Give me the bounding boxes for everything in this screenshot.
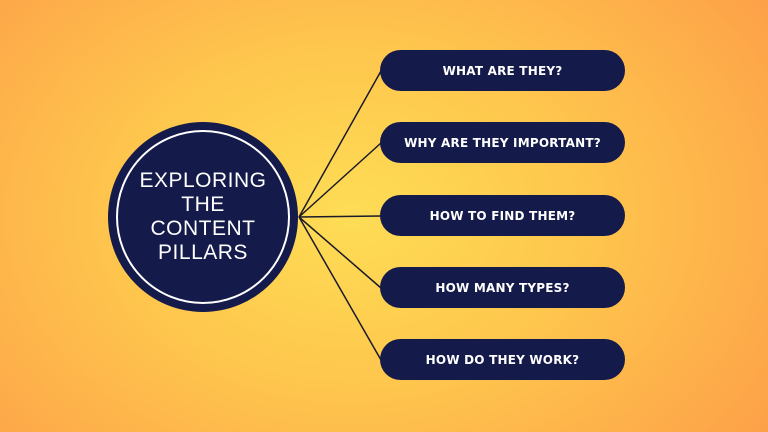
branch-how-do-they-work: HOW DO THEY WORK? [380, 339, 625, 380]
connector-line [298, 70, 382, 218]
center-node-ring: EXPLORING THE CONTENT PILLARS [116, 130, 290, 304]
branch-what-are-they: WHAT ARE THEY? [380, 50, 625, 91]
center-title: EXPLORING THE CONTENT PILLARS [139, 169, 267, 264]
connector-line [298, 216, 382, 289]
branch-how-to-find: HOW TO FIND THEM? [380, 195, 625, 236]
center-node: EXPLORING THE CONTENT PILLARS [108, 122, 298, 312]
connector-line [298, 216, 382, 361]
branch-how-many-types: HOW MANY TYPES? [380, 267, 625, 308]
connector-line [298, 142, 382, 218]
branch-why-important: WHY ARE THEY IMPORTANT? [380, 122, 625, 163]
connector-line [298, 215, 382, 218]
